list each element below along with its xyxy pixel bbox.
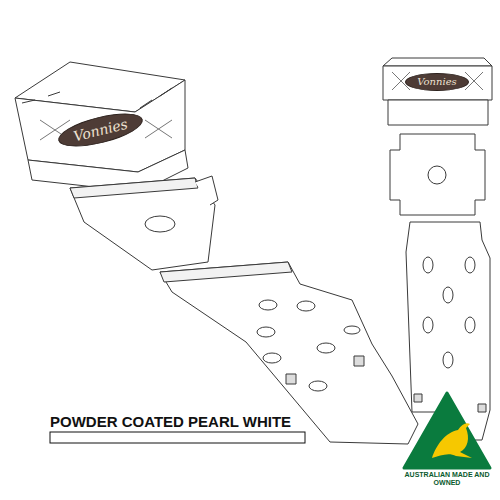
rear-plate-flange (160, 262, 292, 282)
kangaroo (432, 423, 472, 458)
side-tab (195, 176, 218, 205)
front-plate-lip-flat (388, 100, 488, 125)
middle-plate-flat (390, 134, 485, 215)
middle-plate (70, 178, 215, 270)
front-plate-face-flat (383, 66, 492, 100)
front-plate-top-flat (383, 58, 492, 66)
brand-logo-text: Vonnies (417, 77, 456, 87)
middle-plate-flange (70, 178, 198, 198)
access-hole (428, 166, 446, 184)
pressed-lines (392, 72, 483, 90)
aus-made-text: AUSTRALIAN MADE AND OWNED (404, 471, 490, 486)
mount-block (286, 374, 296, 384)
access-hole (145, 216, 175, 232)
aus-made-triangle (404, 393, 490, 468)
finish-note: POWDER COATED PEARL WHITE (50, 414, 291, 431)
bolt-slots (22, 88, 172, 108)
logo-oval: Vonnies (405, 73, 469, 91)
front-plate-face (15, 80, 185, 172)
note-bar (50, 432, 305, 443)
mount-block (354, 356, 364, 366)
